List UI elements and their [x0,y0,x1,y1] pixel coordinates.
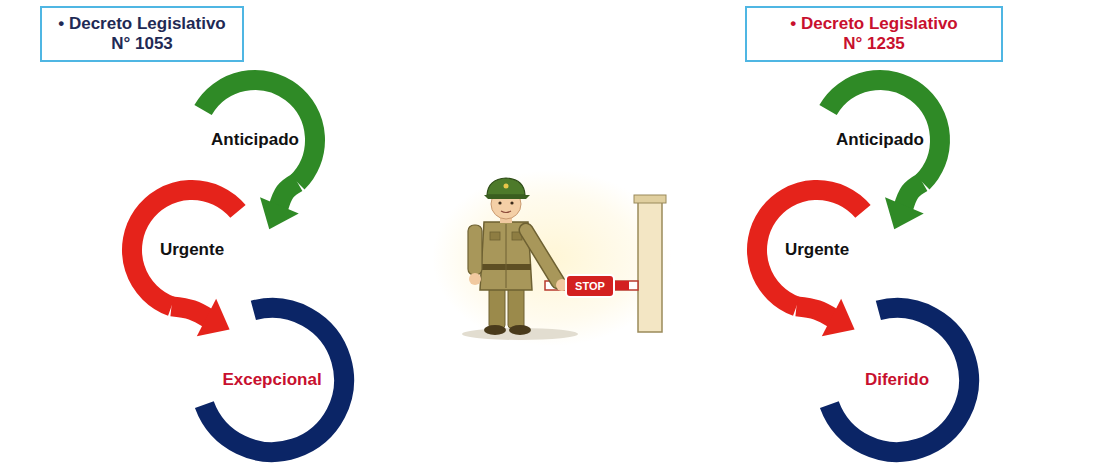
cycle-arc: Urgente [745,178,889,322]
guard-arm [526,230,558,282]
arrow-shaft [903,182,922,208]
arc-stroke [829,308,969,452]
stage-label: Diferido [865,370,929,390]
arc-stroke [828,80,940,182]
flow-arrow [260,182,299,229]
arrow-head [260,197,299,229]
title-box: • Decreto Legislativo N° 1053 [40,6,244,62]
guard-arm-outline [526,230,558,282]
arc-stroke [203,80,315,182]
cycle-arc: Diferido [813,296,981,464]
stop-sign [566,275,614,297]
cycle-arc: Urgente [120,178,264,322]
title-box: • Decreto Legislativo N° 1235 [745,6,1003,62]
flow-arrow [885,182,924,229]
stage-label: Anticipado [211,130,299,150]
guard-hand [469,273,481,285]
post-cap [634,195,666,203]
glow-background [432,170,672,346]
stage-label: Anticipado [836,130,924,150]
cap-badge [504,184,509,189]
guard-arm [468,225,482,275]
cycle-arc: Excepcional [188,296,356,464]
arc-stroke [204,308,344,452]
guard-seam [506,224,507,288]
arrow-shaft [171,306,209,318]
arm-stripe [615,281,629,290]
guard-boot [509,325,531,335]
stage-label: Urgente [785,240,849,260]
flow-arrow [796,299,854,336]
guard-leg [508,286,524,328]
arrow-head [885,197,924,229]
guard-eye [510,201,513,204]
guard-cap [487,178,525,195]
guard-pocket [490,232,500,240]
flow-arrow [171,299,229,336]
guard-mouth [501,211,511,213]
guard-leg [489,286,505,328]
arc-stroke [132,190,238,306]
cap-brim [484,195,530,199]
barrier-post [638,200,662,332]
arrow-head [822,299,855,336]
arrow-shaft [796,306,834,318]
stop-sign-text: STOP [566,275,614,297]
decree-title: • Decreto Legislativo N° 1053 [52,14,232,54]
decree-title: • Decreto Legislativo N° 1235 [784,14,964,54]
arrow-shaft [278,182,297,208]
arc-stroke [757,190,863,306]
guard-boot [484,325,506,335]
arrow-head [197,299,230,336]
guard-eye [498,201,501,204]
stage-label: Urgente [160,240,224,260]
stage-label: Excepcional [222,370,321,390]
